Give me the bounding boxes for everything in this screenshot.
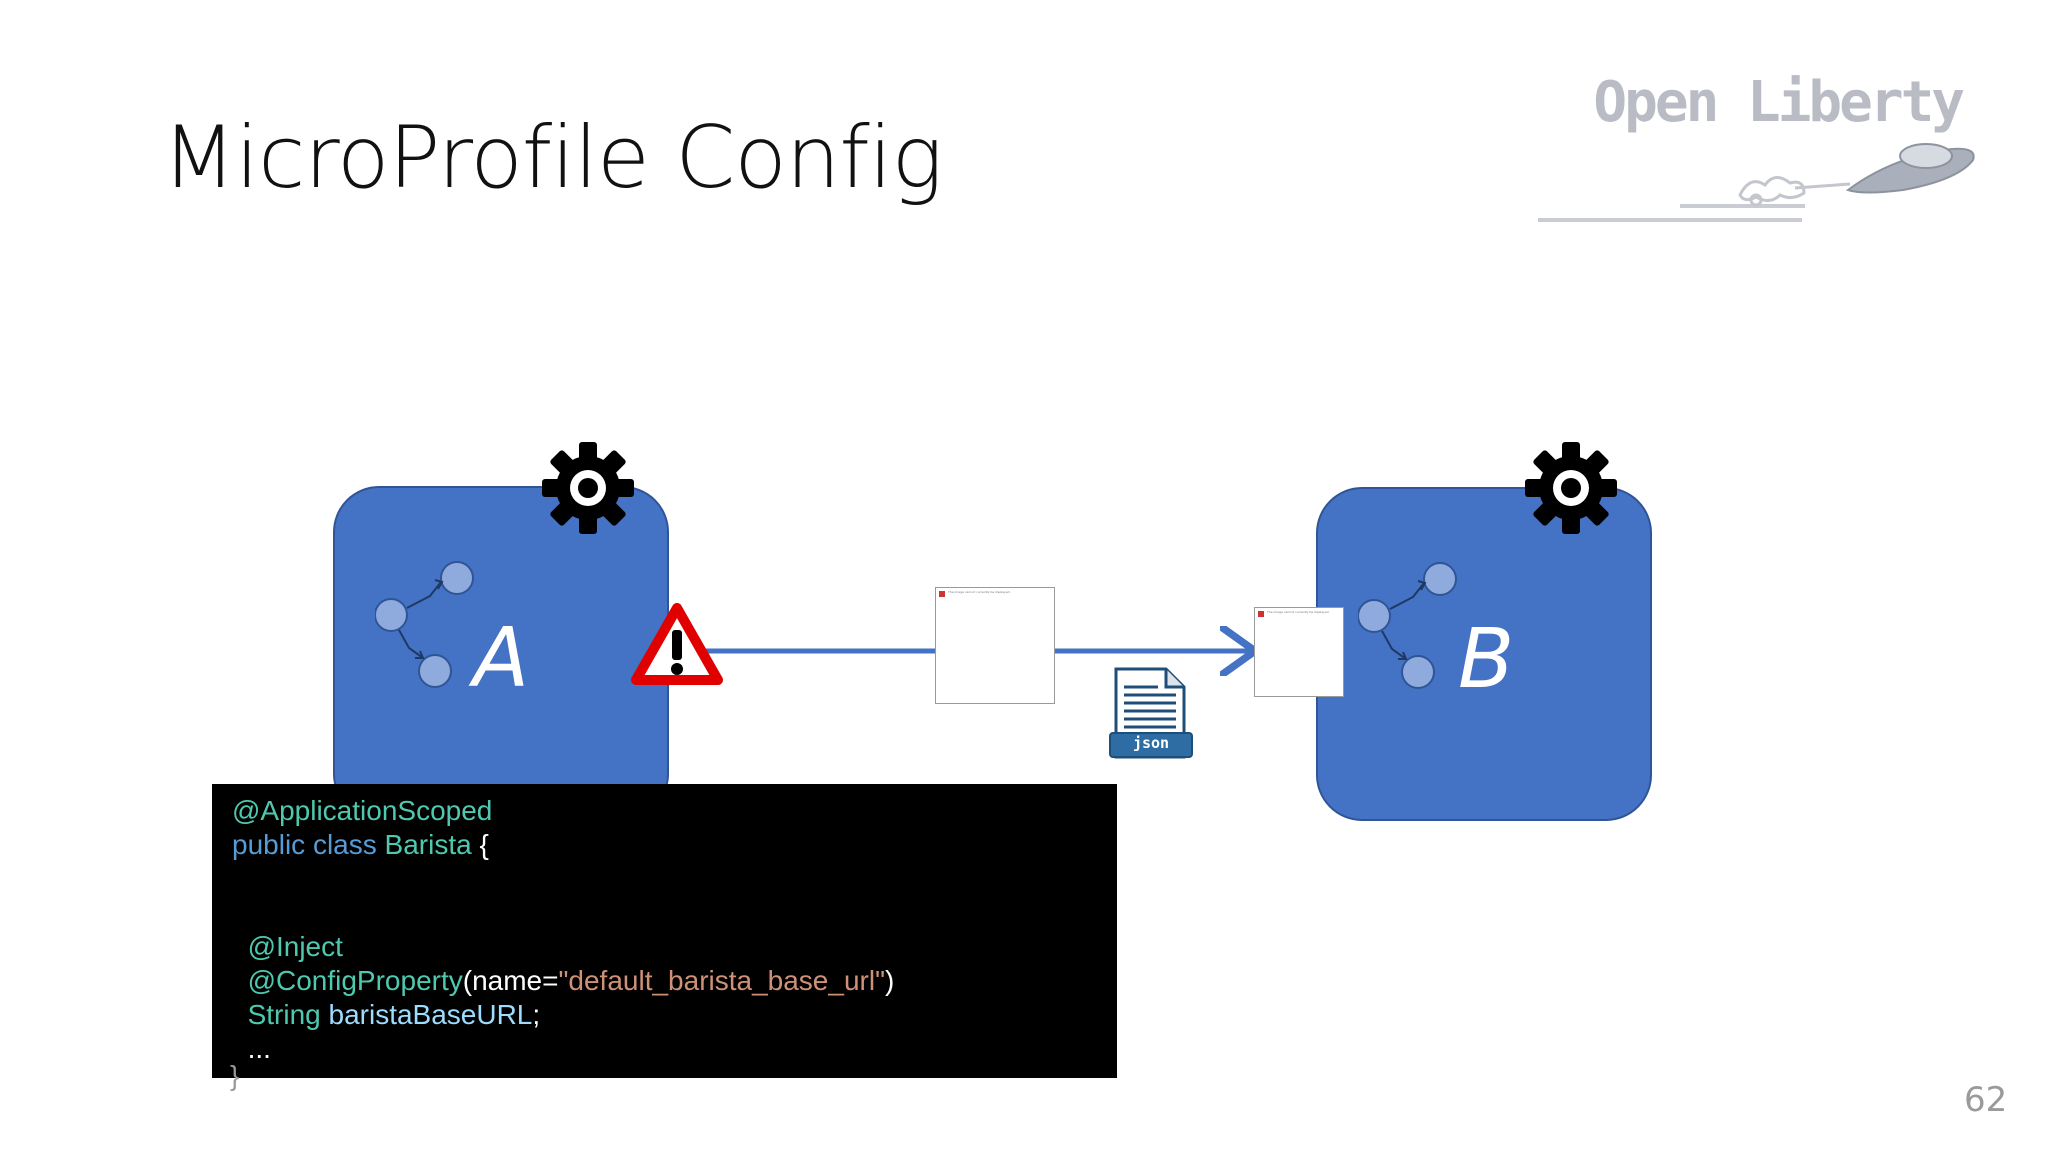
closing-brace: } bbox=[230, 1060, 240, 1091]
slide-title: MicroProfile Config bbox=[162, 108, 943, 208]
code-line-empty bbox=[232, 896, 1097, 930]
keyword-token: class bbox=[312, 829, 377, 860]
service-a: A bbox=[333, 486, 669, 820]
identifier-token: baristaBaseURL bbox=[328, 999, 533, 1030]
annotation-token: @ApplicationScoped bbox=[232, 795, 493, 826]
json-document-icon: json bbox=[1108, 665, 1194, 769]
page-number: 62 bbox=[1964, 1080, 2008, 1120]
code-line-empty bbox=[232, 862, 1097, 896]
code-line: String baristaBaseURL; bbox=[232, 998, 1097, 1032]
open-liberty-logo: Open Liberty bbox=[1530, 70, 2010, 230]
placeholder-text: The image cannot currently be displayed. bbox=[1267, 610, 1330, 614]
code-line: ... bbox=[232, 1032, 1097, 1066]
annotation-token: @Inject bbox=[247, 931, 343, 962]
code-line: public class Barista { bbox=[232, 828, 1097, 862]
code-line: @ApplicationScoped bbox=[232, 794, 1097, 828]
node-graph-icon bbox=[1358, 562, 1457, 689]
string-token: "default_barista_base_url" bbox=[558, 965, 886, 996]
service-b: B bbox=[1316, 487, 1652, 821]
gear-icon bbox=[542, 442, 634, 534]
keyword-token: public bbox=[232, 829, 306, 860]
logo-text: Open Liberty bbox=[1593, 70, 1965, 135]
node-graph-icon bbox=[375, 561, 474, 688]
spaceship-icon bbox=[1538, 143, 1975, 222]
broken-image-icon bbox=[939, 591, 945, 597]
code-line: @ConfigProperty(name="default_barista_ba… bbox=[232, 964, 1097, 998]
broken-image-icon bbox=[1258, 611, 1264, 617]
type-token: String bbox=[247, 999, 321, 1030]
warning-icon bbox=[631, 603, 723, 685]
image-placeholder: The image cannot currently be displayed. bbox=[935, 587, 1055, 704]
code-line: @Inject bbox=[232, 930, 1097, 964]
plain-token: ; bbox=[532, 999, 541, 1030]
image-placeholder: The image cannot currently be displayed. bbox=[1254, 607, 1344, 697]
service-label: A bbox=[473, 611, 530, 706]
ellipsis-token: ... bbox=[247, 1033, 271, 1064]
class-name-token: Barista bbox=[384, 829, 472, 860]
gear-icon bbox=[1525, 442, 1617, 534]
service-label: B bbox=[1458, 612, 1515, 707]
plain-token: ) bbox=[885, 965, 895, 996]
plain-token: { bbox=[471, 829, 489, 860]
plain-token: (name= bbox=[462, 965, 559, 996]
annotation-token: @ConfigProperty bbox=[247, 965, 463, 996]
code-snippet: @ApplicationScoped public class Barista … bbox=[212, 784, 1117, 1078]
placeholder-text: The image cannot currently be displayed. bbox=[948, 590, 1011, 594]
json-label: json bbox=[1132, 734, 1170, 752]
